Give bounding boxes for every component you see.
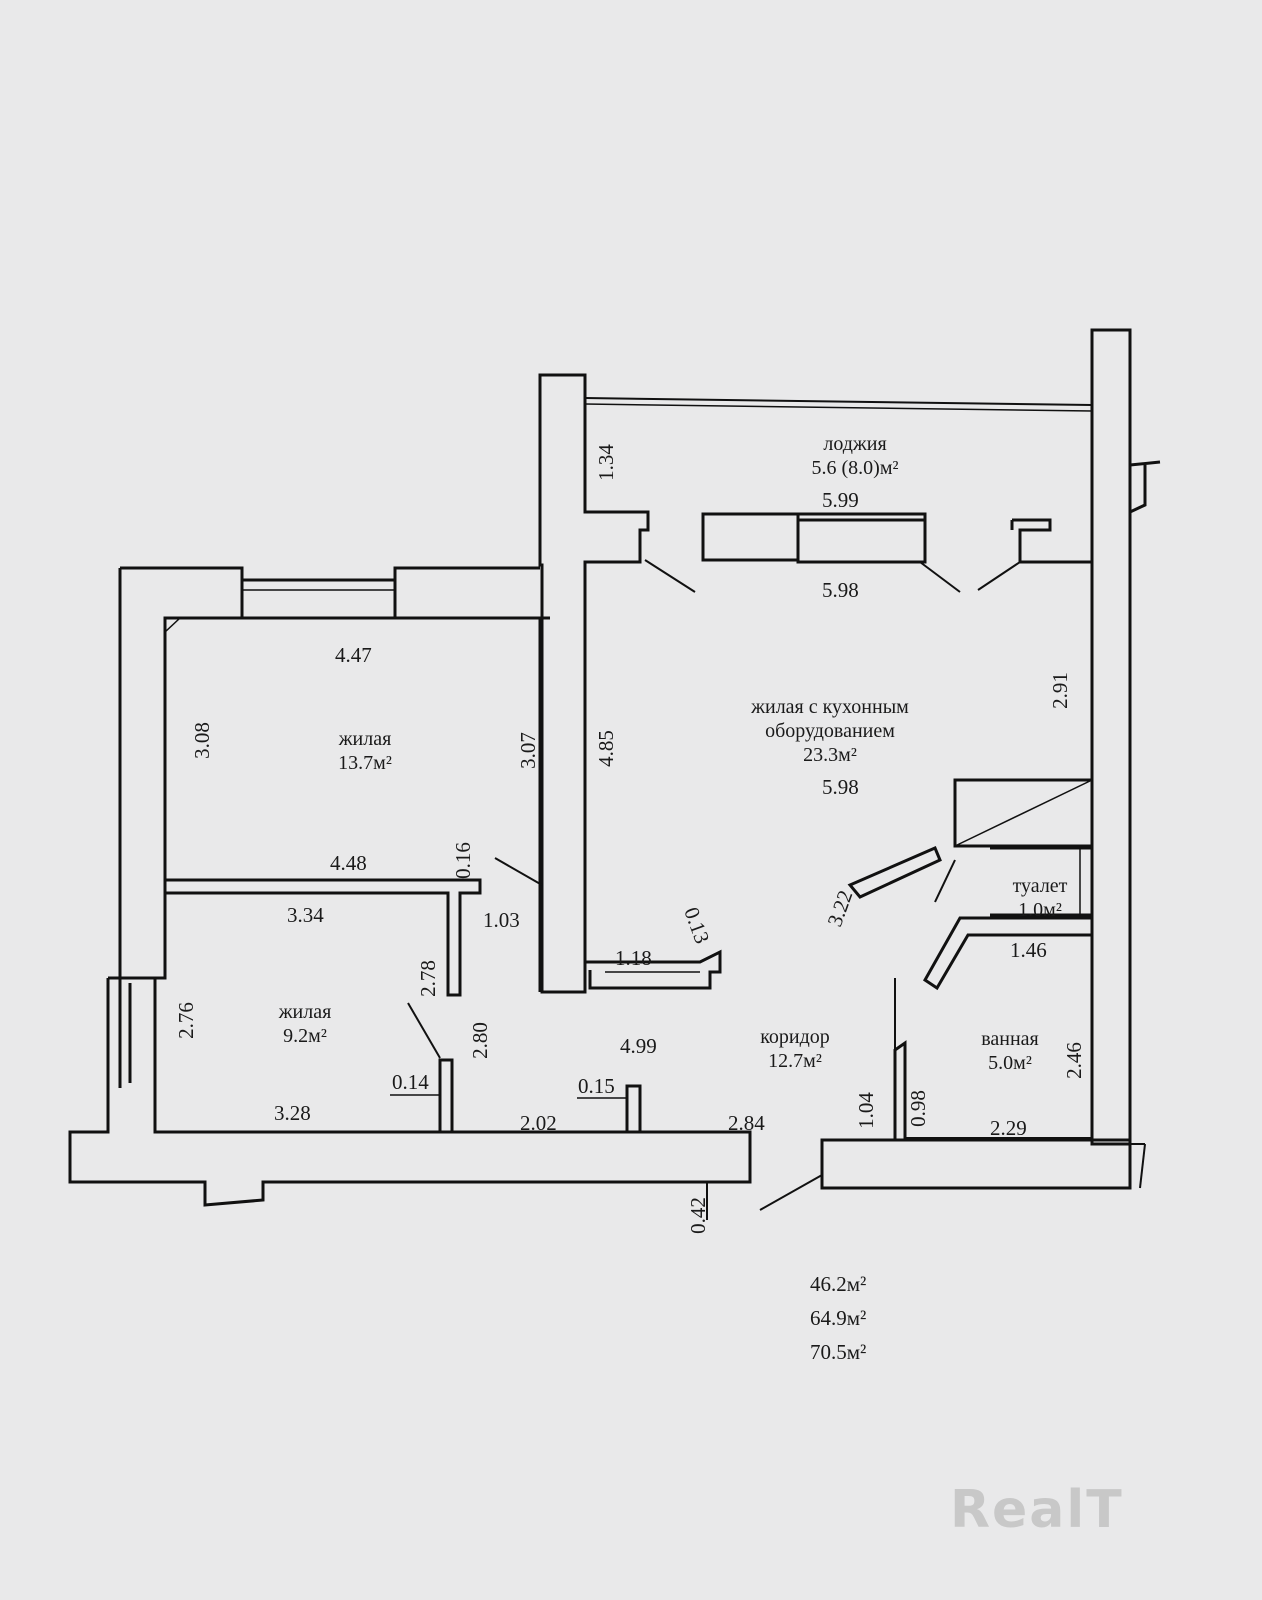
total-living-area: 46.2м²: [810, 1272, 867, 1296]
kitchen-living-label: жилая с кухонным оборудованием 23.3м²: [705, 695, 955, 767]
dim-0-14: 0.14: [392, 1070, 429, 1094]
bathroom-area: 5.0м²: [988, 1052, 1032, 1074]
dim-1-18: 1.18: [615, 946, 652, 970]
toilet-label: туалет 1.0м²: [990, 874, 1090, 922]
corridor-label: коридор 12.7м²: [735, 1025, 855, 1073]
dim-3-34: 3.34: [287, 903, 324, 927]
wall-stub-2: [625, 1084, 642, 1134]
wall-left-upper: [120, 566, 540, 582]
kitchen-living-name-2: оборудованием: [765, 720, 895, 742]
toilet-name: туалет: [1012, 875, 1068, 897]
bedroom-small-label: жилая 9.2м²: [245, 1000, 365, 1048]
dim-0-98: 0.98: [905, 1090, 930, 1127]
dim-1-46: 1.46: [1010, 938, 1047, 962]
dim-5-99: 5.99: [822, 488, 859, 512]
wall-bedroom-left: [118, 568, 242, 980]
wall-bottom-left: [68, 1088, 752, 1207]
dim-2-46: 2.46: [1061, 1042, 1086, 1079]
bathroom-name: ванная: [981, 1028, 1039, 1050]
wall-toilet-box: [990, 846, 1094, 917]
dim-0-42: 0.42: [685, 1197, 710, 1234]
dim-5-98-mid: 5.98: [822, 775, 859, 799]
bedroom-small-area: 9.2м²: [283, 1025, 327, 1047]
wall-kitchen-lower: [585, 949, 722, 990]
dim-2-91: 2.91: [1047, 672, 1072, 709]
loggia-label: лоджия 5.6 (8.0)м²: [755, 432, 955, 480]
dim-3-07: 3.07: [515, 732, 540, 769]
window-left: [108, 976, 157, 1088]
dim-2-80: 2.80: [467, 1022, 492, 1059]
bathroom-label: ванная 5.0м²: [955, 1027, 1065, 1075]
wall-loggia-left: [538, 373, 650, 994]
dim-2-78: 2.78: [415, 960, 440, 997]
dim-1-04: 1.04: [853, 1092, 878, 1129]
dim-3-28: 3.28: [274, 1101, 311, 1125]
dim-2-02: 2.02: [520, 1111, 557, 1135]
dim-1-34: 1.34: [593, 444, 618, 481]
loggia-glazing: [584, 397, 1093, 406]
loggia-name: лоджия: [823, 433, 887, 455]
dim-4-48: 4.48: [330, 851, 367, 875]
dim-0-15: 0.15: [578, 1074, 615, 1098]
loggia-area: 5.6 (8.0)м²: [811, 457, 899, 479]
wall-loggia-inner-2: [796, 518, 927, 564]
dim-4-85: 4.85: [593, 730, 618, 767]
dim-2-29: 2.29: [990, 1116, 1027, 1140]
dim-5-98-top: 5.98: [822, 578, 859, 602]
dim-0-16: 0.16: [450, 842, 475, 879]
bedroom-large-area: 13.7м²: [338, 752, 392, 774]
bedroom-large-name: жилая: [338, 728, 392, 750]
corridor-name: коридор: [760, 1026, 830, 1048]
dim-1-03: 1.03: [483, 908, 520, 932]
total-area-with-loggia: 70.5м²: [810, 1340, 867, 1364]
dim-4-47: 4.47: [335, 643, 372, 667]
bedroom-small-name: жилая: [278, 1001, 332, 1023]
toilet-area: 1.0м²: [1018, 899, 1062, 921]
dim-2-84: 2.84: [728, 1111, 765, 1135]
wall-partition-bedrooms: [163, 878, 482, 997]
wall-bottom-right: [820, 1138, 1132, 1190]
total-area: 64.9м²: [810, 1306, 867, 1330]
kitchen-living-name-1: жилая с кухонным: [751, 696, 909, 718]
realt-watermark: RealT: [950, 1480, 1124, 1540]
wall-stub-1: [438, 1058, 454, 1134]
dim-3-08: 3.08: [189, 722, 214, 759]
kitchen-living-area: 23.3м²: [803, 744, 857, 766]
dim-2-76: 2.76: [173, 1002, 198, 1039]
corridor-area: 12.7м²: [768, 1050, 822, 1072]
dim-4-99: 4.99: [620, 1034, 657, 1058]
wall-bath-door: [923, 916, 1094, 991]
wall-loggia-inner-3: [1012, 518, 1092, 564]
bedroom-large-label: жилая 13.7м²: [300, 727, 430, 775]
wall-toilet-top: [953, 778, 1094, 848]
wall-toilet-door: [847, 846, 942, 899]
